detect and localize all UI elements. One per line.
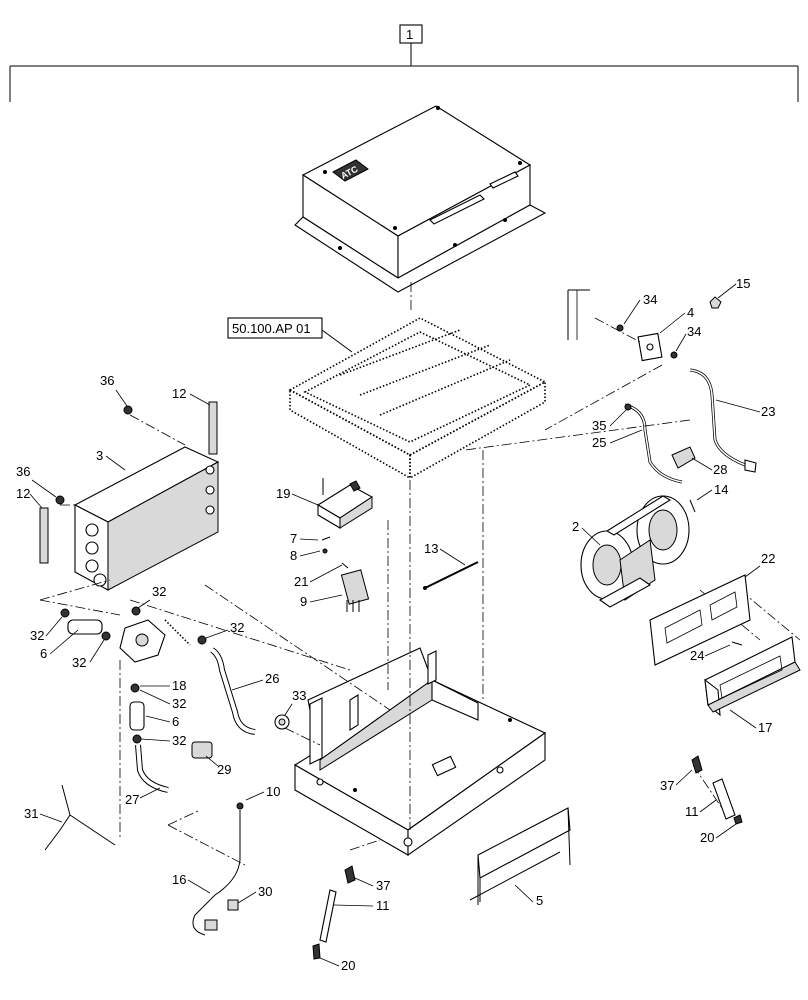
callout-15: 15 (736, 276, 750, 291)
sensor-harness-16 (192, 810, 241, 936)
callout-12a: 12 (172, 386, 186, 401)
fitting-35 (624, 403, 632, 411)
callout-31: 31 (24, 806, 38, 821)
fitting-34-lower (670, 351, 678, 359)
clamp-32-c (131, 606, 141, 616)
callout-33: 33 (292, 688, 306, 703)
blower-motor-assembly (580, 495, 690, 608)
control-module-19 (316, 480, 374, 529)
water-valve-18 (119, 619, 166, 663)
callout-32d: 32 (230, 620, 244, 635)
callout-32c: 32 (152, 584, 166, 599)
assembly-bracket: 1 (9, 24, 799, 102)
screw-24 (731, 641, 743, 646)
callout-21: 21 (294, 574, 308, 589)
tube-clamp-28 (671, 446, 696, 469)
callout-16: 16 (172, 872, 186, 887)
grommet-upper (123, 405, 133, 415)
callout-30: 30 (258, 884, 272, 899)
callout-14: 14 (714, 482, 728, 497)
clamp-32-d (197, 635, 207, 645)
gas-strut-right (691, 755, 743, 825)
callout-25: 25 (592, 435, 606, 450)
callout-29: 29 (217, 762, 231, 777)
callout-8: 8 (290, 548, 297, 563)
callout-4: 4 (687, 305, 694, 320)
callout-9: 9 (300, 594, 307, 609)
hose-6-upper (67, 619, 103, 635)
callout-6a: 6 (40, 646, 47, 661)
seal-strip-lower (39, 507, 49, 564)
nut-8 (322, 548, 328, 554)
callout-5: 5 (536, 893, 543, 908)
callout-36b: 36 (16, 464, 30, 479)
assembly-ref-label: 1 (406, 27, 413, 42)
callout-36a: 36 (100, 373, 114, 388)
callout-19: 19 (276, 486, 290, 501)
callout-37a: 37 (660, 778, 674, 793)
clamp-32-f (132, 734, 142, 744)
callout-6b: 6 (172, 714, 179, 729)
hose-6-lower (129, 701, 145, 731)
callout-32e: 32 (172, 696, 186, 711)
callout-32a: 32 (30, 628, 44, 643)
atc-cover: ATC (294, 105, 547, 293)
hose-clip-29 (191, 741, 213, 759)
callout-11a: 11 (685, 804, 699, 819)
refrigerant-tube-23 (689, 368, 746, 467)
callout-3: 3 (96, 448, 103, 463)
callout-35: 35 (592, 418, 606, 433)
callout-7: 7 (290, 531, 297, 546)
evaporator-core (73, 446, 220, 591)
callout-18: 18 (172, 678, 186, 693)
callout-32b: 32 (72, 655, 86, 670)
screw-7 (321, 536, 331, 541)
clamp-32-a (60, 608, 70, 618)
cab-frame-reference: 50.100.AP 01 (227, 317, 547, 480)
fitting-34-upper (616, 324, 624, 332)
callout-23: 23 (761, 404, 775, 419)
outlet-duct-17 (704, 636, 801, 717)
callout-12b: 12 (16, 486, 30, 501)
callout-34b: 34 (687, 324, 701, 339)
gas-strut-lower (312, 865, 356, 960)
screw-21 (341, 562, 349, 569)
fitting-15 (709, 296, 722, 309)
callout-26: 26 (265, 671, 279, 686)
callout-20a: 20 (700, 830, 714, 845)
callout-22: 22 (761, 551, 775, 566)
callout-10: 10 (266, 784, 280, 799)
callout-37b: 37 (376, 878, 390, 893)
lower-housing (293, 647, 547, 857)
sensor-10 (236, 802, 244, 810)
grommet-lower (55, 495, 65, 505)
frame-reference-label: 50.100.AP 01 (232, 321, 311, 336)
valve-bracket (567, 289, 590, 340)
refrigerant-tube-25 (624, 403, 683, 484)
blower-resistor-9 (340, 569, 370, 612)
callout-27: 27 (125, 792, 139, 807)
wire-harness-31 (44, 784, 116, 851)
callout-13: 13 (424, 541, 438, 556)
connector-30 (227, 899, 239, 911)
callout-34a: 34 (643, 292, 657, 307)
callout-labels: 2 3 4 5 6 6 7 8 9 10 11 11 12 12 13 14 1… (16, 276, 775, 973)
clamp-32-b (101, 631, 111, 641)
callout-24: 24 (690, 648, 704, 663)
thermostat-probe-13 (424, 561, 479, 589)
callout-28: 28 (713, 462, 727, 477)
callout-20b: 20 (341, 958, 355, 973)
callout-2: 2 (572, 519, 579, 534)
filter-frame-5 (469, 807, 571, 905)
callout-17: 17 (758, 720, 772, 735)
expansion-valve (637, 332, 663, 362)
seal-strip-upper (208, 401, 218, 455)
callout-32f: 32 (172, 733, 186, 748)
screw-14 (689, 499, 696, 513)
callout-11b: 11 (376, 898, 390, 913)
clamp-32-e (130, 683, 140, 693)
